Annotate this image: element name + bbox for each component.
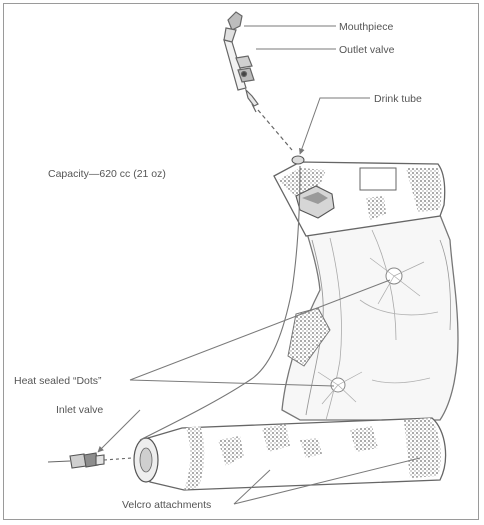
label-velcro-attachments: Velcro attachments	[122, 499, 211, 511]
label-mouthpiece: Mouthpiece	[339, 21, 393, 33]
dash-tube-upper	[258, 110, 292, 150]
drink-tube-port	[292, 156, 304, 164]
label-capacity: Capacity—620 cc (21 oz)	[48, 168, 166, 180]
leader-drink-tube	[300, 98, 370, 154]
leader-inlet-valve	[98, 410, 140, 452]
bottom-cylinder	[134, 418, 446, 490]
bladder-body	[134, 156, 458, 490]
label-outlet-valve: Outlet valve	[339, 44, 395, 56]
drink-tube	[140, 166, 300, 440]
label-heat-sealed-dots: Heat sealed “Dots”	[14, 375, 102, 387]
mouthpiece-assembly	[224, 12, 292, 150]
inlet-valve	[48, 453, 132, 468]
label-inlet-valve: Inlet valve	[56, 404, 103, 416]
outlet-valve	[224, 40, 258, 112]
label-drink-tube: Drink tube	[374, 93, 422, 105]
mouthpiece	[224, 12, 242, 42]
